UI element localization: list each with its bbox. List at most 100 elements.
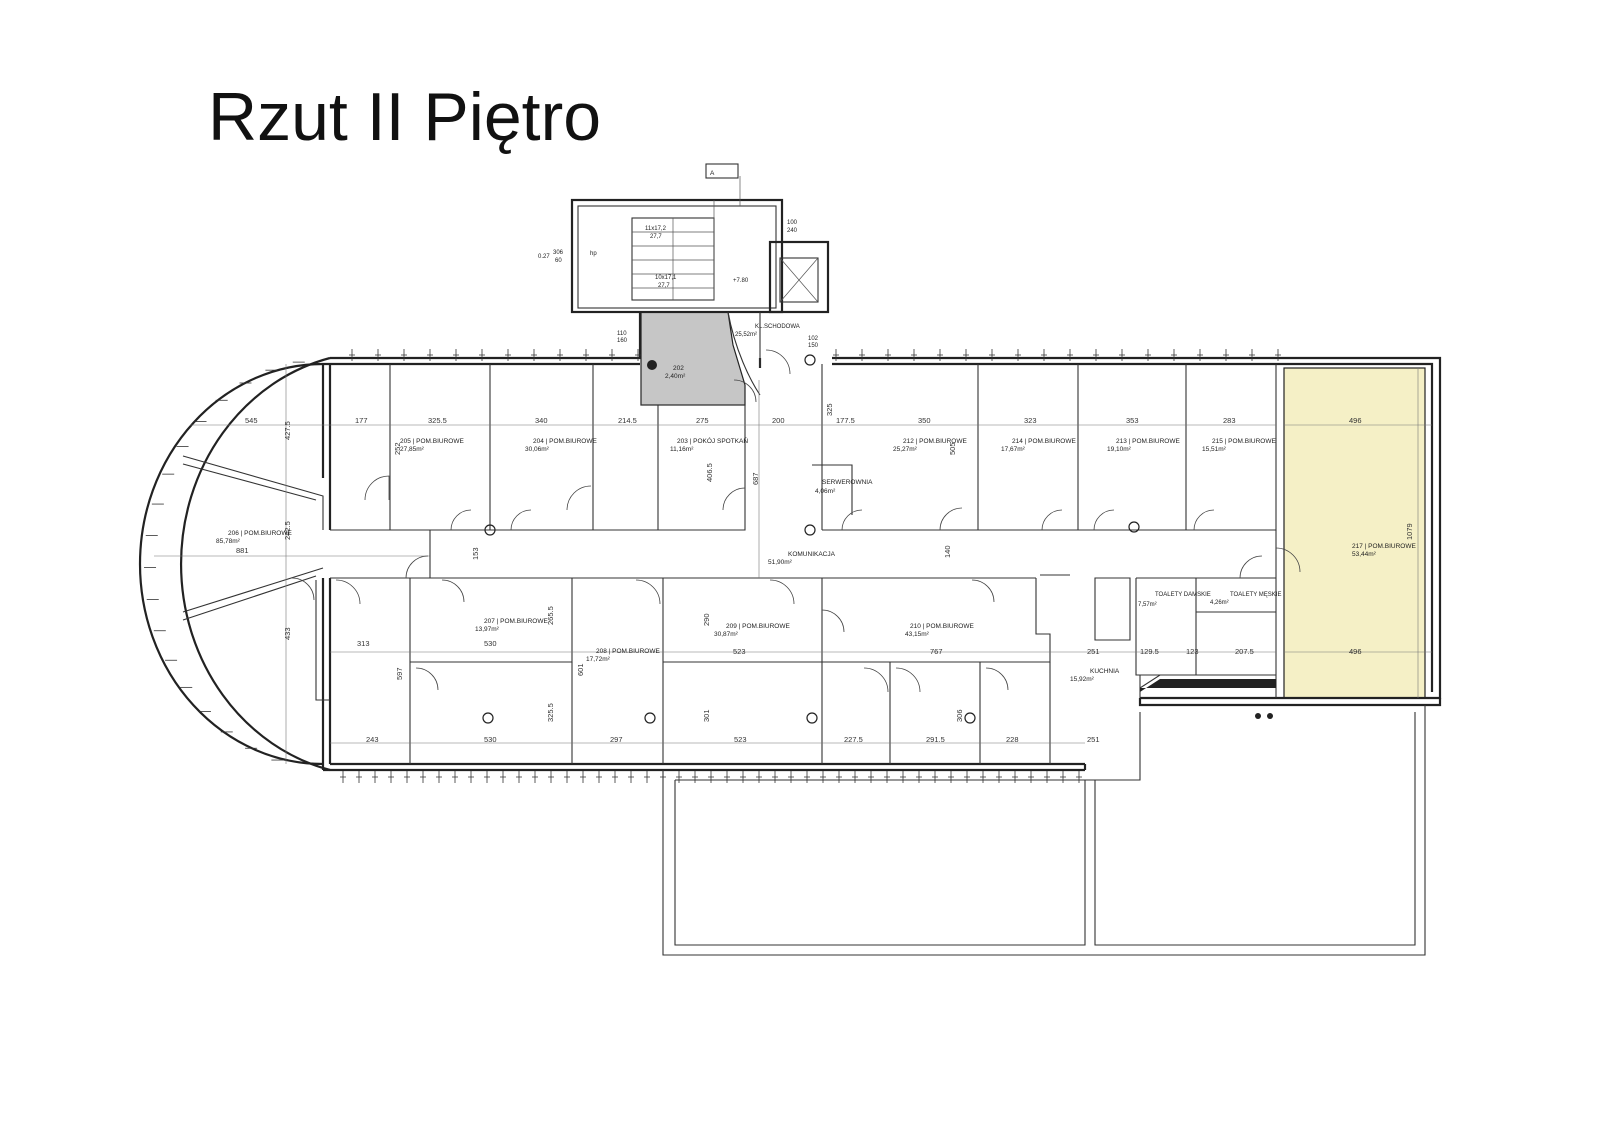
kitchen-name: KUCHNIA (1090, 668, 1120, 675)
window-tick (468, 771, 474, 783)
round-room-walls (154, 455, 430, 621)
window-tick (676, 771, 682, 783)
window-tick (564, 771, 570, 783)
dim-v-1079: 1079 (1405, 523, 1414, 540)
window-tick (724, 771, 730, 783)
window-tick (532, 771, 538, 783)
dim-top-323: 323 (1024, 416, 1037, 425)
window-tick (660, 771, 666, 783)
wc-men-area: 4,26m² (1210, 600, 1229, 606)
window-tick (420, 771, 426, 783)
lift-a: 100 (787, 220, 798, 226)
room-215-area: 15,51m² (1202, 446, 1227, 453)
window-tick (500, 771, 506, 783)
window-tick (1028, 771, 1034, 783)
room-203-area: 11,16m² (670, 446, 694, 453)
lift-d: 150 (808, 343, 819, 349)
stair-upper-label: 11x17,2 (645, 226, 667, 232)
window-tick (548, 771, 554, 783)
section-marker: A (710, 170, 715, 177)
dim-v-301: 301 (702, 709, 711, 722)
window-tick (644, 771, 650, 783)
window-tick (1145, 349, 1151, 361)
window-tick (1015, 349, 1021, 361)
dim-v-153: 153 (471, 547, 480, 560)
room-212-area: 25,27m² (893, 446, 918, 453)
server-area: 4,06m² (815, 488, 836, 495)
window-tick (740, 771, 746, 783)
room-207-area: 13,97m² (475, 626, 500, 633)
window-tick (1249, 349, 1255, 361)
stair-upper-sub: 27,7 (650, 234, 662, 240)
window-tick (996, 771, 1002, 783)
lift-b: 240 (787, 228, 798, 234)
room-202-fill (640, 311, 746, 406)
window-tick (612, 771, 618, 783)
window-tick (804, 771, 810, 783)
window-tick (868, 771, 874, 783)
window-marks (144, 349, 1281, 783)
window-tick (980, 771, 986, 783)
dims-top: 545 177 325.5 340 214.5 275 200 177.5 35… (245, 416, 1362, 425)
stair-tower (570, 163, 830, 396)
dim-v-2655: 265.5 (546, 606, 555, 625)
outer-walls (138, 312, 1442, 772)
dim-mid-881: 881 (236, 546, 249, 555)
window-tick (404, 771, 410, 783)
dim-v-4275: 427.5 (283, 421, 292, 440)
window-tick (1275, 349, 1281, 361)
window-tick (859, 349, 865, 361)
stair-elev-b: 60 (555, 258, 562, 264)
room-217-name: 217 | POM.BIUROWE (1352, 543, 1416, 550)
window-tick (1060, 771, 1066, 783)
window-tick (932, 771, 938, 783)
dim-mid-523: 523 (733, 647, 746, 656)
dim-v-140: 140 (943, 545, 952, 558)
room-217-area: 53,44m² (1352, 551, 1377, 558)
room-206-area: 85,78m² (216, 538, 241, 545)
window-tick (628, 771, 634, 783)
dim-top-353: 353 (1126, 416, 1139, 425)
window-tick (852, 771, 858, 783)
window-tick (948, 771, 954, 783)
room-217-fill (1283, 367, 1426, 699)
dim-top-283: 283 (1223, 416, 1236, 425)
corridor-area: 51,90m² (768, 559, 793, 566)
window-tick (356, 771, 362, 783)
stair-klatka-area: 25,52m² (735, 332, 757, 338)
window-tick (989, 349, 995, 361)
window-tick (505, 349, 511, 361)
dim-mid-1295: 129.5 (1140, 647, 1159, 656)
window-tick (916, 771, 922, 783)
stair-note-1: 110 (617, 331, 627, 337)
room-203-name: 203 | POKÓJ SPOTKAŃ (677, 436, 748, 445)
dim-v-4065: 406.5 (705, 463, 714, 482)
window-tick (1044, 771, 1050, 783)
room-214-name: 214 | POM.BIUROWE (1012, 438, 1076, 445)
window-tick (884, 771, 890, 783)
dim-mid-767: 767 (930, 647, 943, 656)
kitchen-area: 15,92m² (1070, 676, 1095, 683)
window-tick (820, 771, 826, 783)
dim-bot-530: 530 (484, 735, 497, 744)
room-215-name: 215 | POM.BIUROWE (1212, 438, 1276, 445)
room-205-name: 205 | POM.BIUROWE (400, 438, 464, 445)
window-tick (836, 771, 842, 783)
dim-mid-496: 496 (1349, 647, 1362, 656)
stair-lower-sub: 27,7 (658, 283, 670, 289)
stair-elev-c: 0.27 (538, 254, 550, 260)
top-row-walls (330, 364, 1277, 578)
room-213-area: 19,10m² (1107, 446, 1132, 453)
window-tick (1012, 771, 1018, 783)
corridor-name: KOMUNIKACJA (788, 551, 836, 558)
room-205-area: 27,85m² (400, 446, 425, 453)
doors (291, 349, 1301, 693)
stair-level: +7.80 (733, 278, 749, 284)
window-tick (516, 771, 522, 783)
window-tick (436, 771, 442, 783)
dim-top-1775: 177.5 (836, 416, 855, 425)
window-tick (388, 771, 394, 783)
dim-v-505: 505 (948, 442, 957, 455)
dim-top-496: 496 (1349, 416, 1362, 425)
